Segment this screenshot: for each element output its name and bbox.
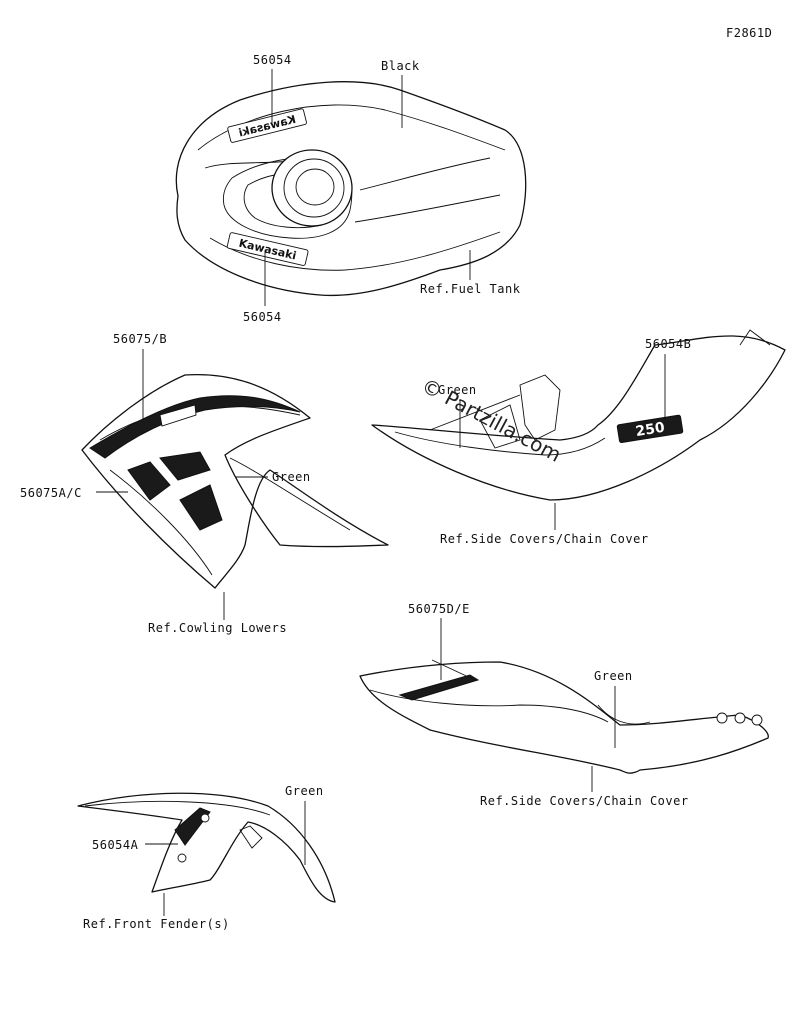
side-cover-right-ref-label: Ref.Side Covers/Chain Cover xyxy=(440,532,649,546)
side-cover-left-bolt-3 xyxy=(751,714,763,726)
side-cover-right-line xyxy=(429,394,521,431)
side-cover-left-decal xyxy=(398,674,480,701)
front-fender-bolt-2 xyxy=(200,813,210,823)
fuel-tank-side-line xyxy=(359,157,491,191)
cowling-decal-badge xyxy=(159,404,197,427)
fuel-tank-side-line-2 xyxy=(354,194,501,223)
fuel-tank-inner-line-3 xyxy=(209,231,501,271)
cowling-group: 56075/B 56075A/C Green Ref.Cowling Lower… xyxy=(20,332,389,635)
front-fender-bolt xyxy=(177,853,187,863)
front-fender-edge xyxy=(84,800,271,816)
cowling-decal-lower-2 xyxy=(159,451,211,481)
figure-code: F2861D xyxy=(726,26,772,40)
side-cover-left-group: 56075D/E Green Ref.Side Covers/Chain Cov… xyxy=(359,602,769,808)
fuel-cap-mid xyxy=(283,158,345,218)
side-cover-right-color-label: Green xyxy=(438,383,477,397)
cowling-edge-2 xyxy=(109,469,213,576)
side-cover-left-bolt-1 xyxy=(716,712,728,724)
front-fender-outline xyxy=(77,792,336,903)
side-cover-left-ref-label: Ref.Side Covers/Chain Cover xyxy=(480,794,689,808)
side-cover-right-group: 250 56054B Green Ref.Side Covers/Chain C… xyxy=(371,329,786,546)
side-cover-right-outline xyxy=(371,335,786,501)
cowling-outline xyxy=(81,373,389,589)
fuel-cap-outer xyxy=(271,149,353,227)
cowling-part-number-b: 56075A/C xyxy=(20,486,82,500)
side-cover-left-edge xyxy=(369,689,609,723)
fuel-tank-group: Kawasaki Kawasaki 56054 Black 56054 Ref.… xyxy=(175,53,527,324)
cowling-decal-lower-1 xyxy=(127,461,171,501)
cowling-ref-label: Ref.Cowling Lowers xyxy=(148,621,287,635)
fuel-tank-part-number-top: 56054 xyxy=(253,53,292,67)
front-fender-part-number: 56054A xyxy=(92,838,139,852)
cowling-decal-lower-3 xyxy=(179,484,223,531)
side-cover-right-badge: 250 xyxy=(616,414,684,443)
fuel-tank-ref-label: Ref.Fuel Tank xyxy=(420,282,521,296)
cowling-edge-3 xyxy=(229,457,351,531)
fuel-tank-color-label: Black xyxy=(381,59,420,73)
fuel-cap-inner xyxy=(295,168,335,206)
side-cover-left-part-number: 56075D/E xyxy=(408,602,470,616)
front-fender-group: 56054A Green Ref.Front Fender(s) xyxy=(77,784,336,931)
side-cover-right-bracket-1 xyxy=(519,374,561,441)
cowling-color-label: Green xyxy=(272,470,311,484)
side-cover-right-part-number: 56054B xyxy=(645,337,691,351)
cowling-part-number-a: 56075/B xyxy=(113,332,167,346)
side-cover-left-cutout xyxy=(597,704,651,725)
front-fender-ref-label: Ref.Front Fender(s) xyxy=(83,917,230,931)
side-cover-left-outline xyxy=(359,661,769,774)
front-fender-mount xyxy=(239,825,263,849)
side-cover-right-bracket-2 xyxy=(479,404,521,449)
side-cover-left-bolt-2 xyxy=(734,712,746,724)
side-cover-left-color-label: Green xyxy=(594,669,633,683)
side-cover-right-tail xyxy=(739,329,771,346)
side-cover-badge-text: 250 xyxy=(634,420,666,440)
fuel-tank-part-number-bottom: 56054 xyxy=(243,310,282,324)
side-cover-right-edge xyxy=(394,431,606,456)
front-fender-color-label: Green xyxy=(285,784,324,798)
side-cover-left-decal-outline xyxy=(431,659,476,681)
